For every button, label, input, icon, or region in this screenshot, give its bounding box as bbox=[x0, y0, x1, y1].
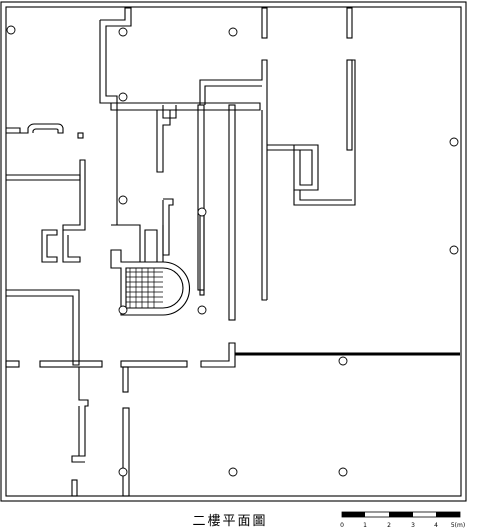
scale-label: 2 bbox=[387, 522, 391, 529]
column bbox=[118, 92, 128, 102]
scale-label: 1 bbox=[363, 522, 367, 529]
column bbox=[6, 25, 16, 35]
column bbox=[449, 245, 459, 255]
column bbox=[338, 356, 348, 366]
central-box-walls bbox=[267, 59, 356, 206]
columns bbox=[6, 25, 459, 477]
upper-partitions bbox=[199, 7, 353, 301]
column bbox=[118, 195, 128, 205]
column bbox=[118, 27, 128, 37]
scale-label: 4 bbox=[434, 522, 438, 529]
left-rooms-walls bbox=[6, 123, 86, 366]
scale-label: 0 bbox=[340, 522, 344, 529]
stair-core-walls bbox=[99, 7, 261, 226]
plan-title: 二樓平面圖 bbox=[192, 514, 268, 529]
column bbox=[118, 305, 128, 315]
column bbox=[338, 467, 348, 477]
curved-stair bbox=[110, 249, 191, 316]
column bbox=[118, 467, 128, 477]
stair-treads bbox=[126, 268, 163, 308]
column bbox=[228, 467, 238, 477]
central-long-walls bbox=[197, 104, 236, 321]
middle-wall-line bbox=[5, 342, 460, 368]
column bbox=[228, 27, 238, 37]
lower-walls bbox=[71, 366, 130, 497]
column bbox=[197, 305, 207, 315]
scale-label: 3 bbox=[411, 522, 415, 529]
duct-walls bbox=[117, 105, 177, 263]
column bbox=[449, 137, 459, 147]
scale-label: 5(m) bbox=[451, 522, 465, 529]
outer-wall bbox=[0, 1, 467, 502]
column bbox=[197, 207, 207, 217]
scale-bar: 0 1 2 3 4 5(m) bbox=[340, 511, 465, 529]
